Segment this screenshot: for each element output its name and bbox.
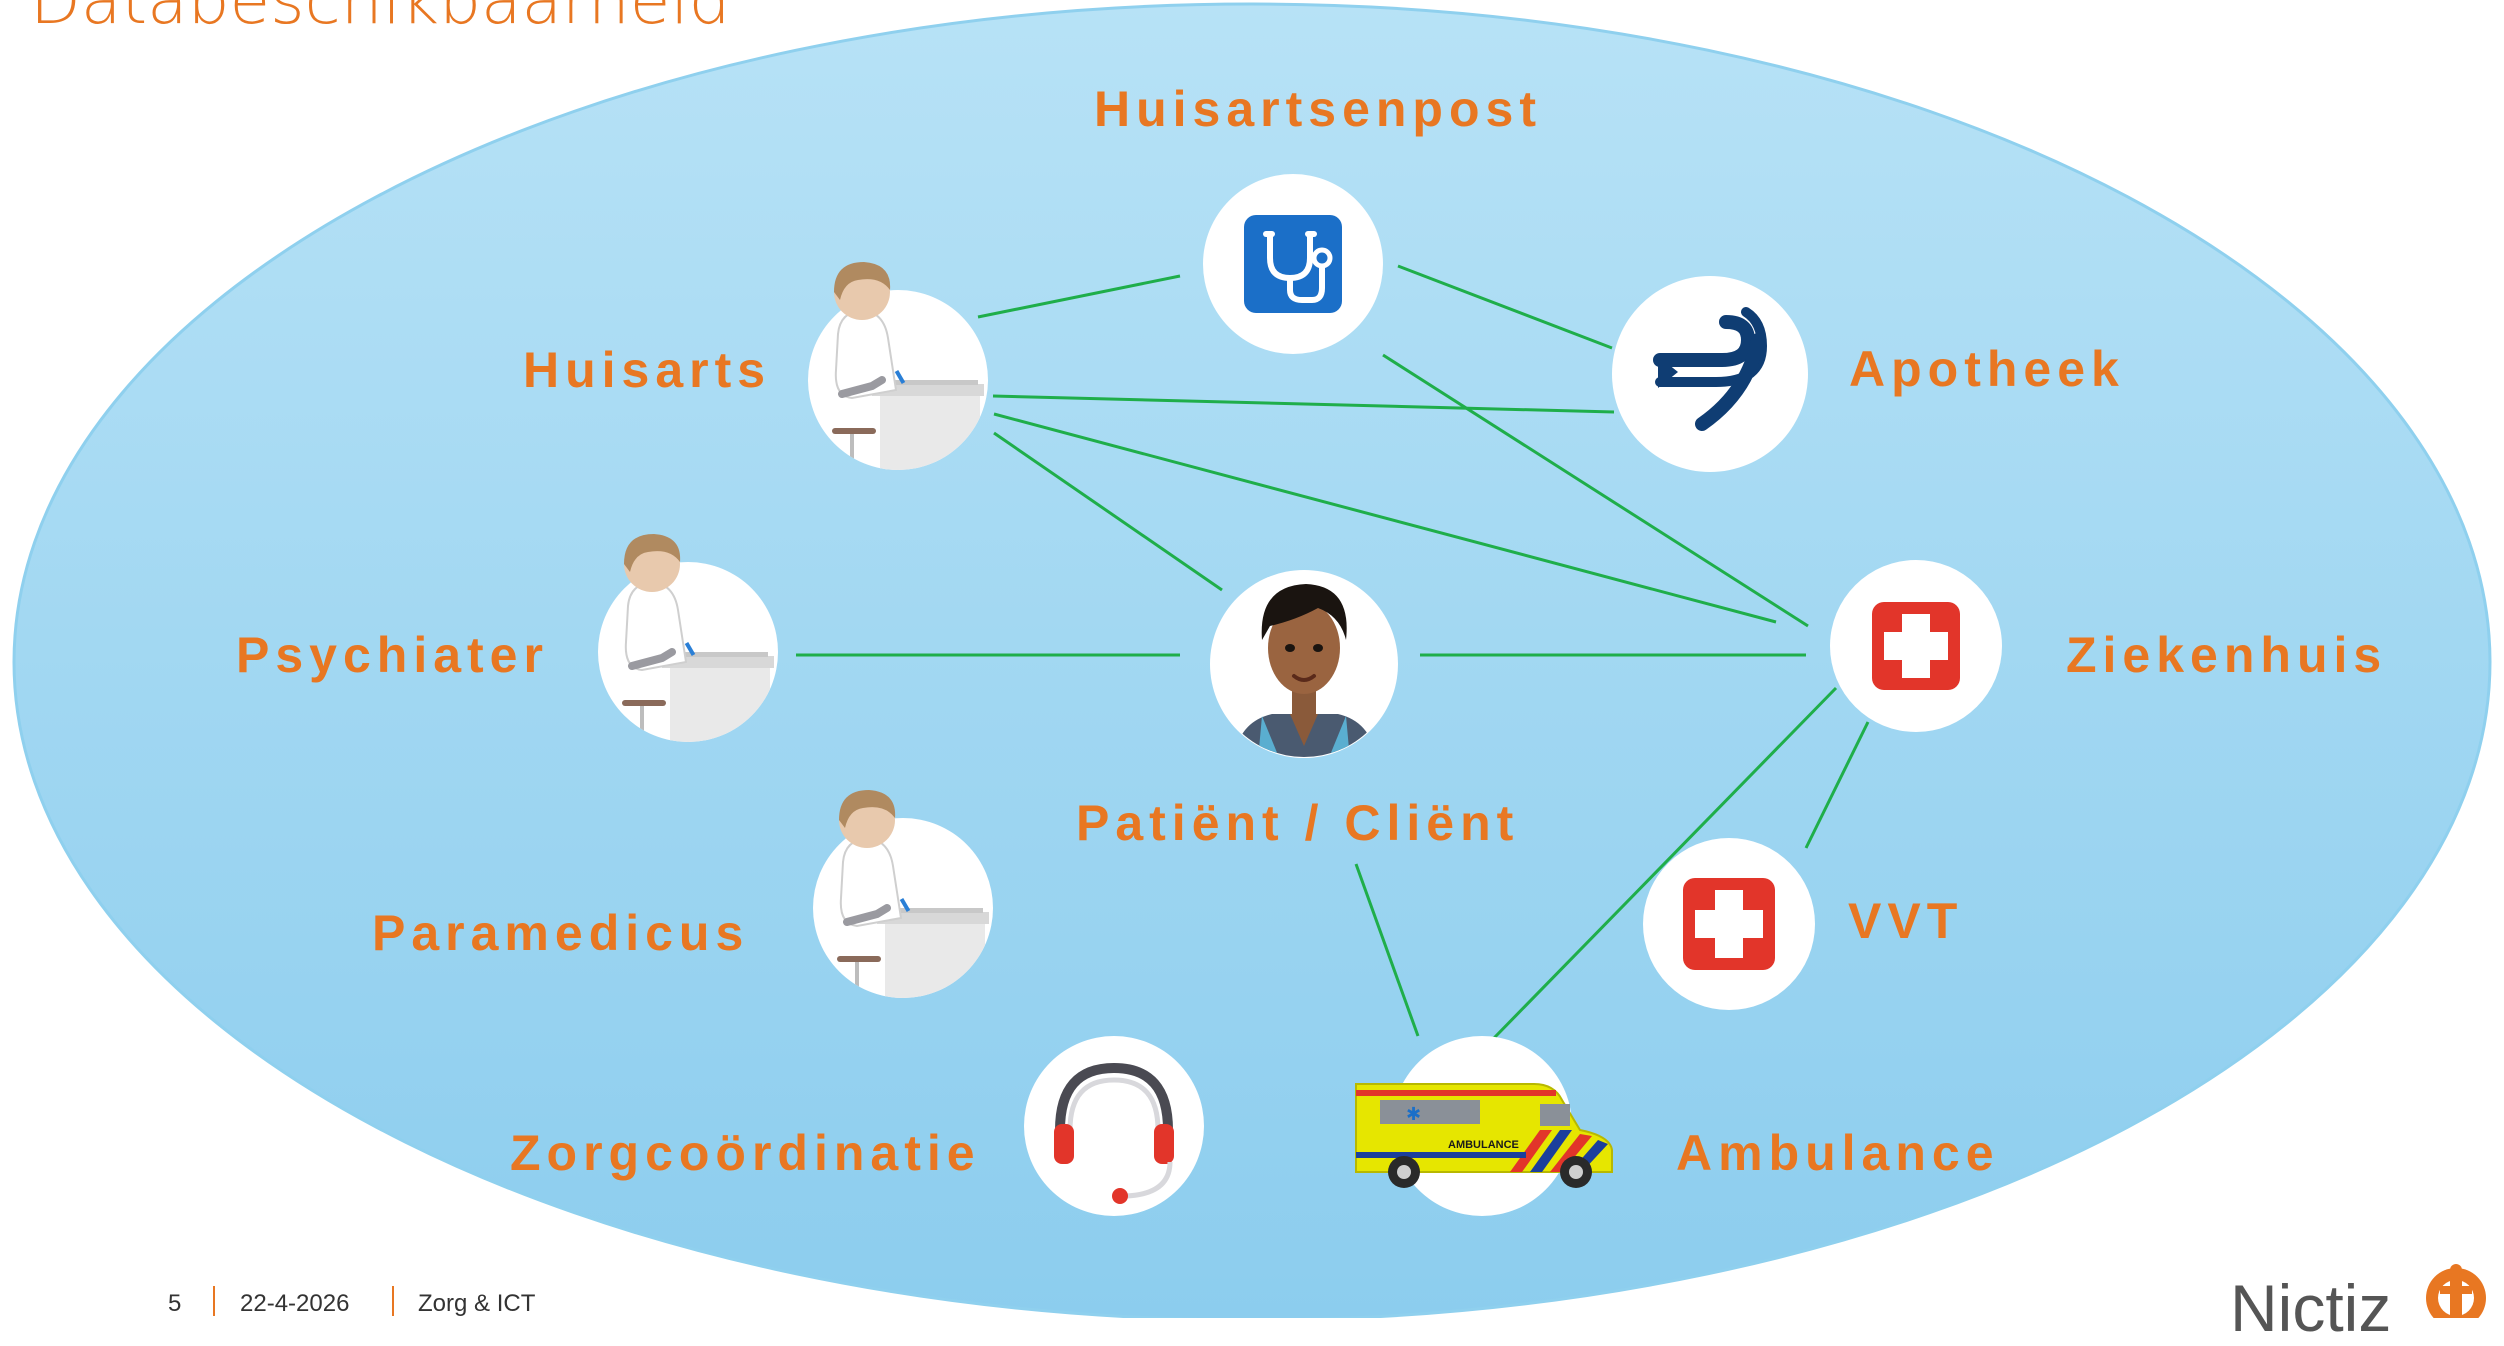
footer-separator bbox=[213, 1286, 215, 1316]
node-paramedicus[interactable] bbox=[813, 790, 993, 1010]
footer-page-number: 5 bbox=[168, 1290, 182, 1317]
node-huisartsenpost[interactable] bbox=[1203, 174, 1383, 354]
doctor-at-desk-icon bbox=[832, 308, 984, 470]
link-huisarts-huisartsenpost bbox=[977, 274, 1181, 319]
label-psychiater: Psychiater bbox=[236, 627, 549, 683]
link-ziekenhuis-ambulance bbox=[1492, 686, 1838, 1040]
label-apotheek: Apotheek bbox=[1849, 341, 2125, 397]
label-patient: Patiënt / Cliënt bbox=[1076, 795, 1520, 851]
footer-subject: Zorg & ICT bbox=[418, 1290, 536, 1317]
link-patient-ambulance bbox=[1354, 863, 1420, 1037]
ambulance-icon: AMBULANCE ✱ bbox=[1355, 1083, 1613, 1188]
label-ziekenhuis: Ziekenhuis bbox=[2066, 627, 2388, 683]
label-vvt: VVT bbox=[1848, 893, 1964, 949]
link-huisartsenpost-apotheek bbox=[1397, 264, 1613, 350]
doctor-at-desk-icon bbox=[622, 580, 774, 742]
label-paramedicus: Paramedicus bbox=[372, 905, 750, 961]
label-zorgcoordinatie: Zorgcoördinatie bbox=[510, 1125, 981, 1181]
node-apotheek[interactable] bbox=[1612, 276, 1808, 472]
node-vvt[interactable] bbox=[1643, 838, 1815, 1010]
network-diagram: AMBULANCE ✱ bbox=[12, 2, 2492, 1318]
node-psychiater[interactable] bbox=[598, 534, 778, 754]
slide-title: Databeschikbaarheid bbox=[30, 0, 731, 39]
stethoscope-icon bbox=[1244, 215, 1342, 313]
node-zorgcoordinatie[interactable] bbox=[1024, 1036, 1204, 1216]
red-cross-icon bbox=[1683, 878, 1775, 970]
slide: Databeschikbaarheid bbox=[12, 0, 2492, 1345]
node-ziekenhuis[interactable] bbox=[1830, 560, 2002, 732]
footer-date: 22-4-2026 bbox=[240, 1290, 350, 1317]
node-patient[interactable] bbox=[1210, 570, 1398, 760]
svg-text:✱: ✱ bbox=[1406, 1104, 1421, 1125]
label-huisarts: Huisarts bbox=[523, 342, 772, 398]
node-huisarts[interactable] bbox=[808, 262, 988, 482]
nictiz-logo-icon bbox=[2426, 1264, 2486, 1318]
node-ambulance[interactable]: AMBULANCE ✱ bbox=[1355, 1036, 1613, 1216]
label-huisartsenpost: Huisartsenpost bbox=[1094, 81, 1542, 137]
link-huisarts-ziekenhuis bbox=[993, 412, 1777, 624]
headset-icon bbox=[1054, 1062, 1174, 1204]
link-huisarts-patient bbox=[993, 431, 1223, 592]
nictiz-logo-text: Nictiz bbox=[2230, 1271, 2392, 1345]
footer-separator bbox=[392, 1286, 394, 1316]
link-huisarts-apotheek bbox=[992, 394, 1615, 414]
red-cross-icon bbox=[1872, 602, 1960, 690]
patient-avatar-icon bbox=[1234, 584, 1376, 757]
link-ziekenhuis-vvt bbox=[1804, 721, 1870, 849]
ambulance-vehicle-text: AMBULANCE bbox=[1448, 1139, 1519, 1151]
link-huisartsenpost-ziekenhuis bbox=[1382, 353, 1809, 628]
pharmacy-serpent-icon bbox=[1653, 307, 1768, 431]
connection-lines bbox=[796, 264, 1870, 1040]
label-ambulance: Ambulance bbox=[1676, 1125, 2000, 1181]
